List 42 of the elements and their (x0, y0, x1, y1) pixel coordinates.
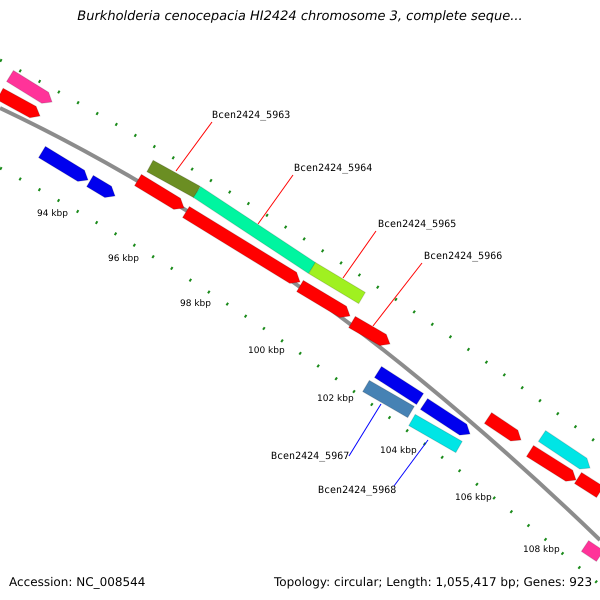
gene-feature (146, 160, 201, 198)
gene-label: Bcen2424_5964 (294, 163, 372, 174)
gene-feature (526, 444, 577, 482)
tick-label: 94 kbp (37, 209, 68, 219)
title: Burkholderia cenocepacia HI2424 chromosome 3, complete seque... (76, 9, 524, 24)
gene-feature (38, 146, 89, 182)
gene-feature (182, 206, 301, 284)
tick-label: 104 kbp (380, 446, 417, 456)
gene-feature (134, 174, 185, 210)
gene-feature (374, 366, 424, 406)
gene-feature (0, 88, 41, 118)
gene-feature (296, 280, 351, 318)
gene-feature (580, 540, 600, 562)
gene-label: Bcen2424_5967 (271, 451, 350, 462)
tick-label: 102 kbp (317, 394, 354, 404)
leader-line (394, 440, 428, 486)
leader-line (342, 230, 376, 278)
leader-line (258, 174, 294, 224)
tick-label: 98 kbp (180, 299, 211, 309)
gene-feature (420, 398, 471, 436)
gene-feature (538, 430, 591, 470)
gene-label: Bcen2424_5968 (318, 485, 396, 496)
gene-label: Bcen2424_5966 (424, 251, 502, 262)
leader-line (372, 262, 422, 326)
gene-feature (348, 316, 391, 346)
tick-label: 106 kbp (455, 493, 492, 503)
tick-label: 96 kbp (108, 254, 139, 264)
gene-feature (574, 472, 600, 498)
gene-label: Bcen2424_5965 (378, 219, 456, 230)
gene-feature (6, 70, 53, 104)
tick-label: 100 kbp (248, 346, 285, 356)
accession-text: Accession: NC_008544 (9, 575, 146, 589)
gene-feature (192, 186, 316, 274)
gene-feature (484, 412, 522, 442)
gene-feature (86, 174, 116, 198)
leader-line (348, 404, 382, 456)
gene-label: Bcen2424_5963 (212, 110, 290, 121)
leader-line (176, 122, 212, 172)
gene-feature (362, 380, 415, 418)
gene-feature (308, 262, 366, 304)
tick-label: 108 kbp (523, 545, 560, 555)
summary-text: Topology: circular; Length: 1,055,417 bp; Genes: 923 (274, 575, 592, 589)
